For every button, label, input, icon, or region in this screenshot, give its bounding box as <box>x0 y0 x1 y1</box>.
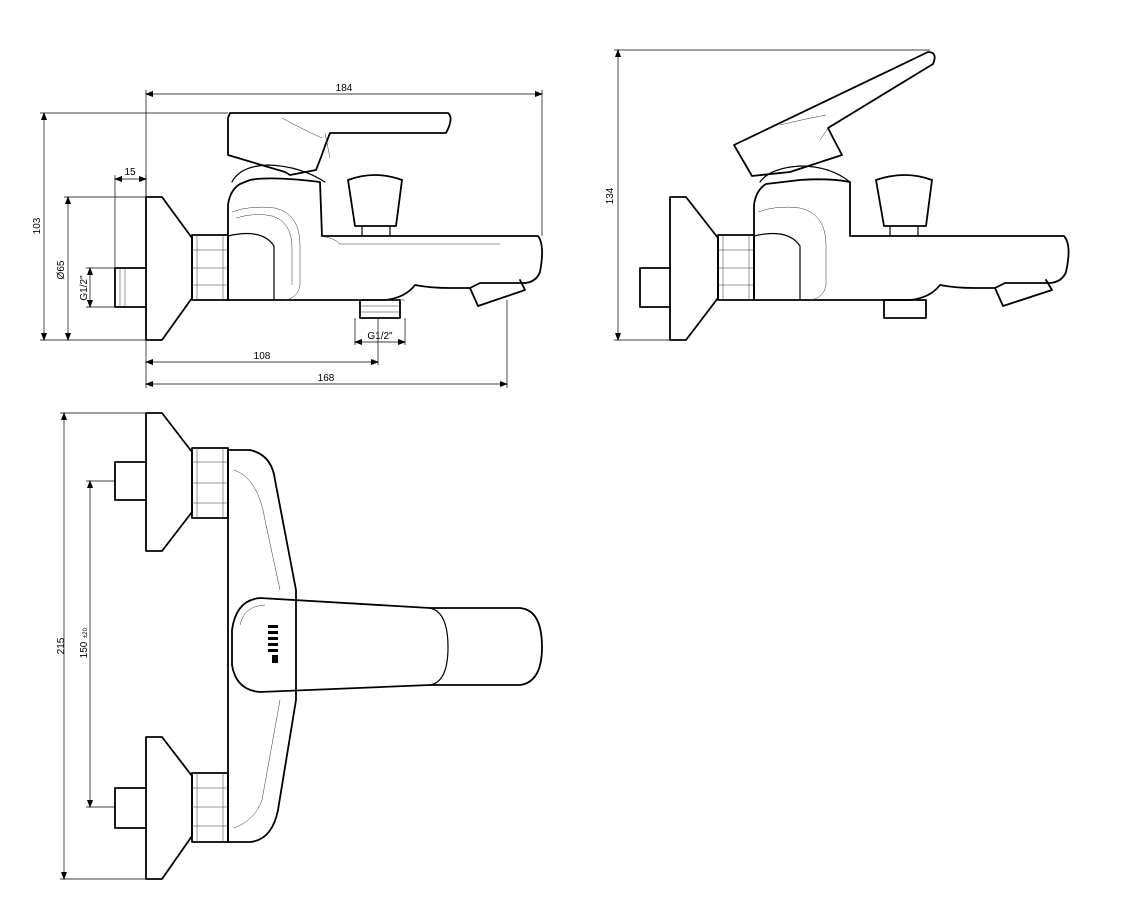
lever-handle-top <box>231 597 543 693</box>
lever-handle-open <box>733 51 936 177</box>
hex-nut <box>717 234 755 301</box>
diverter-knob <box>875 174 933 227</box>
dim-wall-offset: 15 <box>124 167 136 178</box>
wall-flange <box>145 196 193 341</box>
wall-flange-lower <box>145 736 193 880</box>
brand-logo <box>268 625 278 663</box>
dim-outlet-distance: 108 <box>254 351 271 362</box>
lever-handle <box>227 112 452 176</box>
dim-inlet-thread: G1/2" <box>79 275 90 301</box>
dim-open-height: 134 <box>605 187 616 204</box>
mixer-body <box>227 177 543 301</box>
dim-flange-diameter: Ø65 <box>56 260 67 279</box>
wall-flange <box>669 196 719 341</box>
diverter-knob <box>347 174 403 227</box>
top-view <box>114 412 543 880</box>
dim-inlet-spacing-tolerance: ±20 <box>83 627 89 638</box>
open-view <box>639 51 1070 341</box>
dim-inlet-spacing: 150 <box>79 641 90 658</box>
open-view-dimensions: 134 <box>605 49 930 341</box>
mixer-body-top <box>227 449 297 843</box>
dim-height: 103 <box>32 217 43 234</box>
side-view-dimensions: 184 103 15 Ø65 G1/2" G1/2" 108 168 <box>32 83 543 388</box>
spout-aerator <box>469 279 526 307</box>
inlet-stub <box>114 267 147 308</box>
top-view-dimensions: 215 150 ±20 <box>56 412 146 880</box>
mixer-body <box>753 178 1070 301</box>
wall-flange-upper <box>145 412 193 552</box>
hex-nut-lower <box>191 772 229 843</box>
hex-nut <box>191 234 229 301</box>
dim-outlet-thread: G1/2" <box>367 331 393 342</box>
dim-spout-length: 168 <box>318 373 335 384</box>
side-view <box>114 112 543 341</box>
cartridge-dome <box>231 164 326 183</box>
dim-total-width: 215 <box>56 637 67 654</box>
dim-overall-length: 184 <box>336 83 353 94</box>
bottom-outlet <box>359 299 401 319</box>
